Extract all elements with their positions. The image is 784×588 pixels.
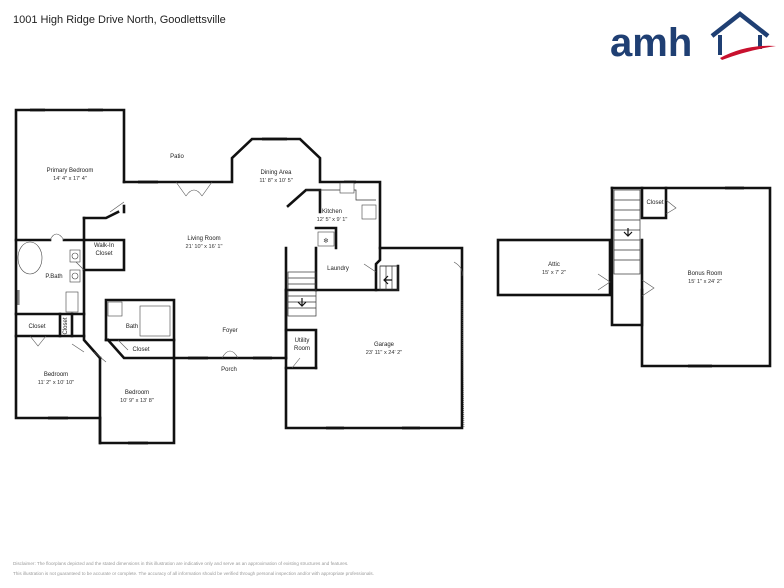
house-icon [710, 11, 776, 60]
label-closet-mid: Closet [132, 347, 149, 353]
room-labels: Primary Bedroom 14' 4" x 17' 4" Patio Di… [28, 154, 722, 404]
label-garage: Garage [374, 342, 395, 348]
snowflake-icon: ❄ [323, 237, 329, 245]
label-bedroom-1: Bedroom [44, 372, 68, 378]
label-bedroom-2: Bedroom [125, 390, 149, 396]
dims-bonus-room: 15' 1" x 24' 2" [688, 279, 722, 285]
stairs-down-arrow-icon-upper [623, 228, 633, 237]
label-utility-line1: Utility [295, 338, 310, 344]
dims-garage: 23' 11" x 24' 2" [366, 350, 402, 356]
dims-primary-bedroom: 14' 4" x 17' 4" [53, 176, 87, 182]
label-walk-in-line2: Closet [95, 251, 112, 257]
label-porch: Porch [221, 367, 237, 373]
dims-living-room: 21' 10" x 16' 1" [186, 244, 223, 250]
dims-bedroom-1: 11' 2" x 10' 10" [38, 380, 74, 386]
label-p-bath: P.Bath [45, 274, 62, 280]
walls-upper-floor [496, 186, 772, 368]
label-kitchen: Kitchen [322, 209, 342, 215]
label-foyer: Foyer [222, 328, 237, 334]
label-laundry: Laundry [327, 266, 349, 272]
amh-logo: amh [610, 11, 776, 65]
label-closet-upper: Closet [646, 200, 663, 206]
stairs-left-arrow-icon [383, 275, 392, 285]
stairs-main [287, 265, 399, 317]
dims-dining-area: 11' 8" x 10' 5" [259, 178, 292, 184]
dims-attic: 15' x 7' 2" [542, 270, 566, 276]
label-living-room: Living Room [187, 236, 220, 242]
disclaimer-line-1: Disclaimer: The floorplans depicted and … [13, 561, 349, 566]
label-patio: Patio [170, 154, 184, 160]
label-bath: Bath [126, 324, 138, 330]
label-bonus-room: Bonus Room [688, 271, 723, 277]
property-address: 1001 High Ridge Drive North, Goodlettsvi… [13, 14, 226, 26]
doors [29, 181, 465, 429]
walls-main-floor [14, 108, 464, 445]
label-closet-small: Closet [63, 317, 69, 334]
label-walk-in-line1: Walk-In [94, 243, 114, 249]
disclaimer-line-2: This illustration is not guaranteed to b… [13, 571, 374, 576]
label-utility-line2: Room [294, 346, 310, 352]
label-primary-bedroom: Primary Bedroom [47, 168, 94, 174]
label-attic: Attic [548, 262, 560, 268]
label-dining-area: Dining Area [260, 170, 292, 176]
stairs-down-arrow-icon [297, 298, 307, 307]
label-closet-left: Closet [28, 324, 45, 330]
dims-bedroom-2: 10' 9" x 13' 8" [120, 398, 154, 404]
logo-text: amh [610, 21, 692, 65]
fixtures: ❄ [17, 231, 335, 337]
dims-kitchen: 12' 5" x 9' 1" [317, 217, 348, 223]
